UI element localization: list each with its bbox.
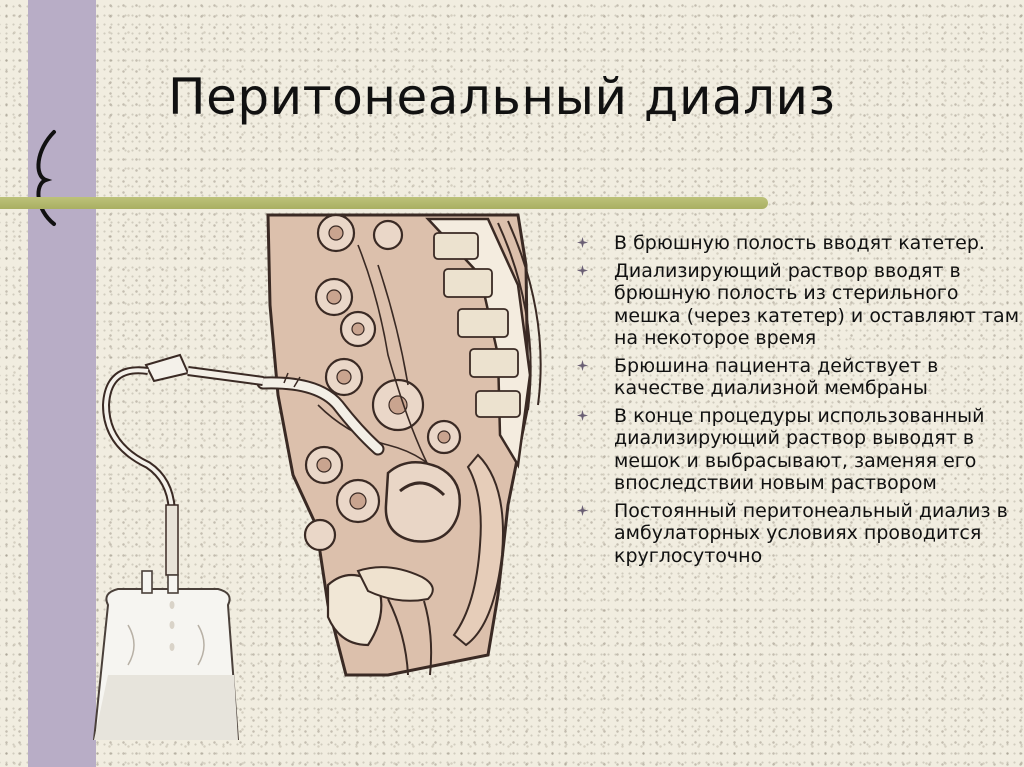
four-point-star-icon xyxy=(577,359,588,371)
bullet-item: Диализирующий раствор вводят в брюшную п… xyxy=(577,260,1022,350)
decorative-olive-line xyxy=(0,197,768,209)
pelvic-bone xyxy=(326,573,383,647)
decorative-left-bar xyxy=(28,0,96,767)
bladder xyxy=(384,460,461,543)
peritoneal-dialysis-illustration xyxy=(92,213,542,740)
four-point-star-icon xyxy=(577,264,588,276)
bullet-text: Постоянный перитонеальный диализ в амбул… xyxy=(614,499,1008,567)
bullet-item: Брюшина пациента действует в качестве ди… xyxy=(577,355,1022,400)
bullet-text: Брюшина пациента действует в качестве ди… xyxy=(614,354,939,400)
bullet-text: В конце процедуры использованный диализи… xyxy=(614,404,985,495)
four-point-star-icon xyxy=(577,409,588,421)
curly-bracket-icon xyxy=(36,130,56,226)
bullet-item: Постоянный перитонеальный диализ в амбул… xyxy=(577,500,1022,568)
slide-title: Перитонеальный диализ xyxy=(168,68,836,126)
catheter-connector xyxy=(144,353,190,383)
four-point-star-icon xyxy=(577,504,588,516)
bullet-list: В брюшную полость вводят катетер. Диализ… xyxy=(577,232,1022,572)
bullet-item: В конце процедуры использованный диализи… xyxy=(577,405,1022,495)
four-point-star-icon xyxy=(577,237,588,248)
rectum xyxy=(452,453,504,647)
bullet-text: Диализирующий раствор вводят в брюшную п… xyxy=(614,259,1020,350)
bullet-item: В брюшную полость вводят катетер. xyxy=(577,232,1022,255)
bullet-text: В брюшную полость вводят катетер. xyxy=(614,232,985,254)
